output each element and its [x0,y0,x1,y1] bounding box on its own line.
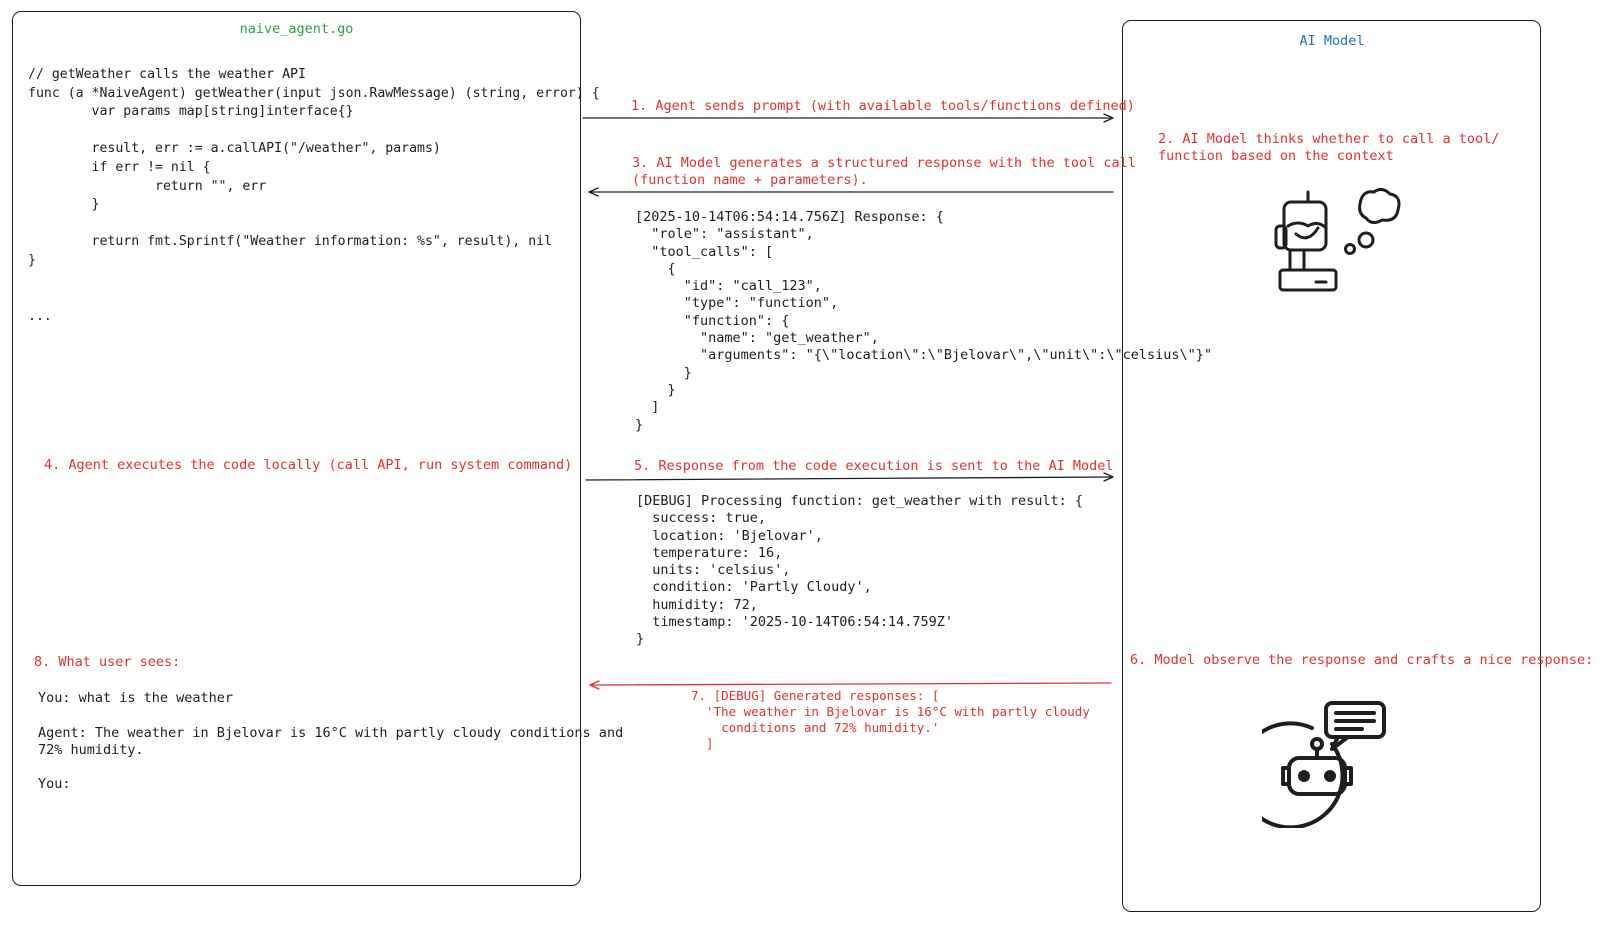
step-2-label: 2. AI Model thinks whether to call a too… [1158,131,1500,165]
ai-model-title: AI Model [1299,33,1365,49]
arrow-step-7 [589,680,1112,690]
step-8-label: 8. What user sees: [34,654,181,670]
debug-function-result: [DEBUG] Processing function: get_weather… [636,493,1084,648]
step-3-label: 3. AI Model generates a structured respo… [632,155,1136,189]
step-6-label: 6. Model observe the response and crafts… [1130,652,1594,668]
thinking-robot-icon [1274,187,1401,292]
arrow-step-1 [582,113,1114,123]
chatbot-speech-icon [1262,701,1386,828]
go-code-block: // getWeather calls the weather API func… [28,67,600,324]
step-5-label: 5. Response from the code execution is s… [634,458,1114,474]
model-response-json: [2025-10-14T06:54:14.756Z] Response: { "… [635,209,1213,433]
agent-code-panel [12,11,581,886]
agent-panel-title: naive_agent.go [239,21,354,37]
step-7-label: 7. [DEBUG] Generated responses: [ 'The w… [691,688,1090,751]
step-4-label: 4. Agent executes the code locally (call… [44,457,573,473]
arrow-step-5 [585,472,1114,482]
user-chat-view: You: what is the weather Agent: The weat… [38,690,624,793]
step-1-label: 1. Agent sends prompt (with available to… [631,98,1135,114]
ai-model-panel [1122,20,1541,912]
arrow-step-3 [588,187,1114,197]
